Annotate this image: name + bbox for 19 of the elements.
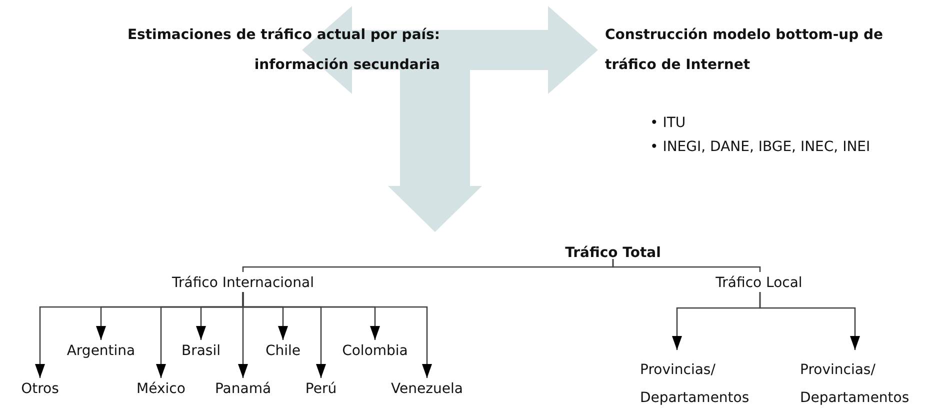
node-label: Otros	[20, 380, 60, 398]
node-label: Venezuela	[390, 380, 464, 398]
source-list-item: • ITU	[650, 114, 686, 133]
node-label: Tráfico Local	[714, 274, 804, 292]
node-label: Colombia	[341, 342, 409, 360]
node-label: Chile	[264, 342, 302, 360]
node-label: Tráfico Internacional	[171, 274, 315, 292]
node-label: Panamá	[214, 380, 272, 398]
node-label: Argentina	[66, 342, 136, 360]
node-label: Construcción modelo bottom-up de tráfico de Internet	[605, 26, 884, 75]
source-list-item: • INEGI, DANE, IBGE, INEC, INEI	[650, 138, 870, 157]
tree-arrow	[759, 292, 860, 350]
node-label: Tráfico Total	[564, 244, 662, 262]
node-label: Perú	[304, 380, 338, 398]
tree-connector	[612, 259, 761, 272]
tree-arrow	[242, 292, 432, 378]
node-label: Estimaciones de tráfico actual por país: información secundaria	[126, 26, 440, 75]
node-label: Brasil	[180, 342, 222, 360]
node-label: México	[136, 380, 186, 398]
